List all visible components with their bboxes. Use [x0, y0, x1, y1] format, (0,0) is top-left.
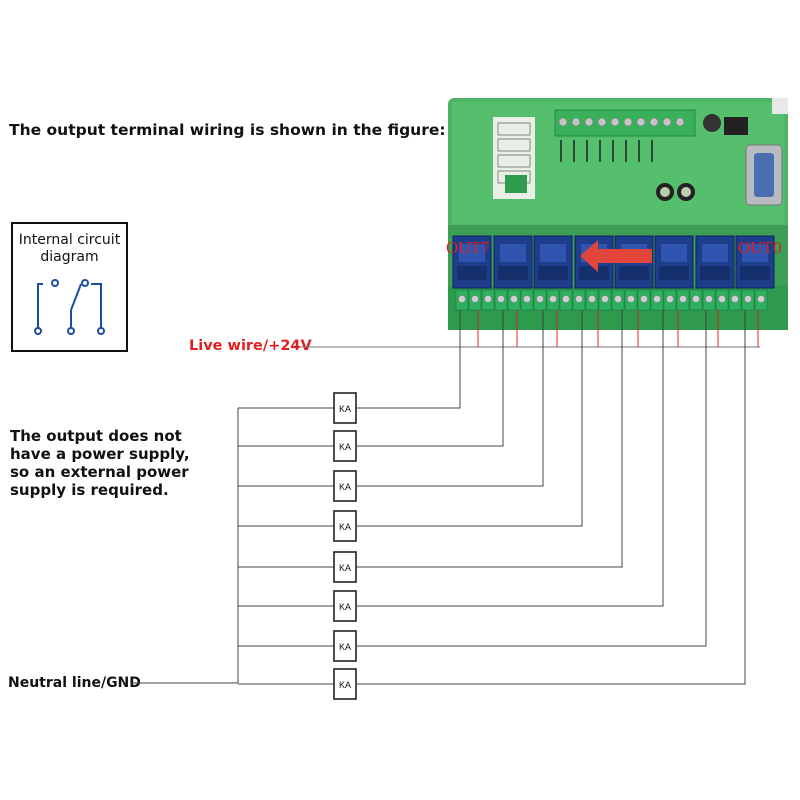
- contact-lead-3: [91, 283, 102, 328]
- terminal-screw: [481, 289, 495, 311]
- relay-coil-ka: KA: [238, 310, 746, 700]
- output-signal-wire: [356, 310, 746, 685]
- relay-coil-label: KA: [339, 680, 351, 690]
- neutral-bus: [130, 408, 239, 684]
- relay-module: [493, 235, 533, 289]
- relay-module-group: [452, 235, 775, 289]
- note-line-1: The output does not: [10, 427, 182, 445]
- relay-coil-label: KA: [339, 522, 351, 532]
- relay-coil-label: KA: [339, 482, 351, 492]
- relay-coil-ka: KA: [238, 310, 583, 542]
- terminal-screw: [533, 289, 547, 311]
- contact-lead-1: [37, 283, 43, 328]
- internal-circuit-box: Internal circuit diagram: [11, 222, 128, 352]
- relay-coil-ka: KA: [238, 310, 544, 502]
- terminal-screw: [468, 289, 482, 311]
- relay-coil-ka: KA: [238, 310, 707, 662]
- terminal-screw: [650, 289, 664, 311]
- terminal-screw: [455, 289, 469, 311]
- terminal-screw: [546, 289, 560, 311]
- relay-coil-label: KA: [339, 442, 351, 452]
- terminal-screw: [715, 289, 729, 311]
- relay-coil-ka: KA: [238, 310, 623, 583]
- direction-arrow: [580, 240, 652, 272]
- out7-label: OUT7: [446, 238, 490, 257]
- relay-coil-ka: KA: [238, 310, 664, 622]
- output-signal-wire: [356, 310, 504, 447]
- relay-coil-label: KA: [339, 602, 351, 612]
- relay-module: [452, 235, 492, 289]
- terminal-screw: [663, 289, 677, 311]
- page-heading: The output terminal wiring is shown in t…: [9, 121, 446, 139]
- output-signal-wire: [356, 310, 583, 527]
- terminal-screw: [494, 289, 508, 311]
- capacitor-3: [703, 114, 721, 132]
- terminal-screw: [572, 289, 586, 311]
- output-signal-wire: [356, 310, 461, 409]
- relay-coil-group: KA KA KA KA KA KA KA KA: [238, 310, 746, 700]
- output-terminal-strip: [455, 289, 768, 311]
- relay-module: [695, 235, 735, 289]
- output-signal-wire: [356, 310, 707, 647]
- terminal-screw: [676, 289, 690, 311]
- note-line-3: so an external power: [10, 463, 189, 481]
- terminal-screw: [624, 289, 638, 311]
- terminal-screw: [637, 289, 651, 311]
- contact-switch-arm: [70, 283, 82, 311]
- terminal-screw: [585, 289, 599, 311]
- terminal-screw: [754, 289, 768, 311]
- relay-coil-ka: KA: [238, 310, 504, 462]
- relay-coil-label: KA: [339, 563, 351, 573]
- relay-module: [735, 235, 775, 289]
- relay-contact-symbol: [34, 279, 105, 335]
- relay-coil-ka: KA: [238, 310, 461, 424]
- terminal-screw: [559, 289, 573, 311]
- terminal-screw: [741, 289, 755, 311]
- terminal-screw: [520, 289, 534, 311]
- internal-circuit-label-1: Internal circuit: [18, 232, 121, 248]
- terminal-screw: [507, 289, 521, 311]
- power-jack: [724, 117, 748, 135]
- terminal-screw: [611, 289, 625, 311]
- relay-module: [533, 235, 573, 289]
- neutral-line-label: Neutral line/GND: [8, 675, 141, 691]
- terminal-screw: [598, 289, 612, 311]
- note-line-2: have a power supply,: [10, 445, 190, 463]
- note-line-4: supply is required.: [10, 481, 169, 499]
- output-signal-wire: [356, 310, 664, 607]
- live-wire-label: Live wire/+24V: [189, 338, 312, 354]
- out0-label: OUT0: [738, 238, 781, 257]
- relay-module: [654, 235, 694, 289]
- relay-coil-label: KA: [339, 404, 351, 414]
- terminal-screw: [689, 289, 703, 311]
- output-signal-wire: [356, 310, 623, 568]
- relay-coil-label: KA: [339, 642, 351, 652]
- internal-circuit-label-2: diagram: [40, 249, 99, 265]
- terminal-screw: [728, 289, 742, 311]
- terminal-screw: [702, 289, 716, 311]
- output-signal-wire: [356, 310, 544, 487]
